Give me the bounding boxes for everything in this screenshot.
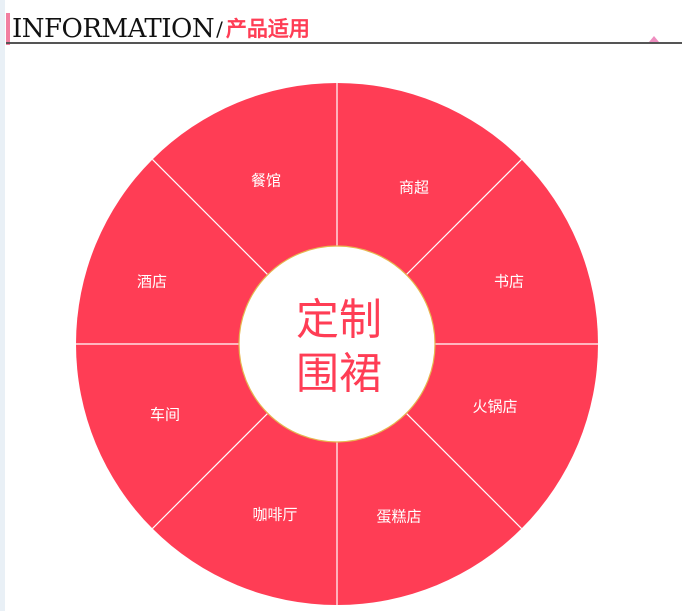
segment-label-cafe: 咖啡厅 bbox=[252, 506, 297, 524]
wheel-dividers bbox=[76, 83, 598, 605]
segment-divider-5 bbox=[152, 412, 269, 529]
page-left-frame bbox=[0, 0, 5, 611]
header-title-separator: / bbox=[216, 17, 223, 41]
segment-divider-3 bbox=[405, 412, 522, 529]
center-disc bbox=[238, 245, 436, 443]
header-title-chinese: 产品适用 bbox=[225, 17, 310, 41]
segment-label-supermarket: 商超 bbox=[399, 179, 429, 197]
center-title-line2: 围裙 bbox=[296, 350, 382, 400]
corner-marker-icon bbox=[649, 36, 659, 42]
center-title-line1: 定制 bbox=[296, 296, 382, 346]
section-header: INFORMATION / 产品适用 bbox=[0, 0, 684, 48]
segment-label-bookstore: 书店 bbox=[494, 273, 524, 291]
segment-label-hotel: 酒店 bbox=[137, 273, 167, 291]
segment-divider-7 bbox=[152, 159, 269, 276]
segment-label-workshop: 车间 bbox=[150, 406, 180, 424]
header-underline bbox=[6, 42, 682, 44]
header-title-english: INFORMATION bbox=[12, 14, 215, 44]
header-title-row: INFORMATION / 产品适用 bbox=[12, 8, 310, 44]
header-accent-bar bbox=[6, 13, 10, 45]
segment-label-hotpot: 火锅店 bbox=[472, 398, 517, 416]
segment-label-cake-shop: 蛋糕店 bbox=[376, 508, 421, 526]
segment-divider-1 bbox=[405, 159, 522, 276]
segment-label-restaurant: 餐馆 bbox=[251, 172, 281, 190]
